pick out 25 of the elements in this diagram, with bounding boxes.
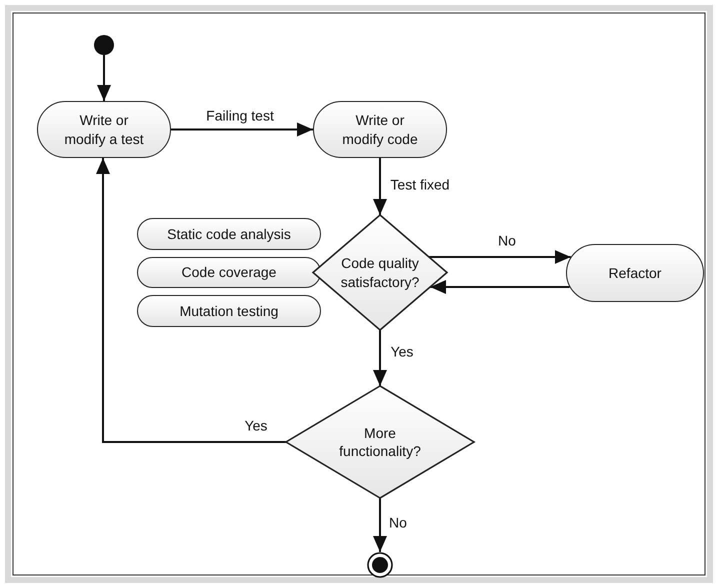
- action-box: [137, 218, 321, 250]
- arrow: [373, 498, 387, 552]
- decision-diamond: [313, 215, 447, 330]
- node-label: Code coverage: [180, 263, 278, 282]
- action-box: [566, 244, 704, 302]
- arrow: [97, 55, 111, 101]
- end-node: [367, 552, 393, 578]
- arrow: [373, 158, 387, 215]
- decision-diamond: [286, 386, 474, 498]
- node-label: Mutation testing: [178, 302, 280, 320]
- node-label: Static code analysis: [166, 224, 292, 244]
- node-label: Code quality satisfactory?: [340, 254, 420, 291]
- action-box: [137, 295, 321, 327]
- action-box: [137, 257, 321, 288]
- edge-label: Failing test: [204, 108, 276, 124]
- node-label: Write or modify code: [341, 111, 419, 148]
- arrow: [428, 250, 571, 264]
- start-node: [94, 35, 114, 55]
- node-label: Write or modify a test: [63, 111, 145, 148]
- arrow: [96, 158, 286, 443]
- arrow: [430, 280, 570, 294]
- arrow: [171, 122, 313, 136]
- arrow: [373, 330, 387, 386]
- node-label: Refactor: [608, 264, 662, 282]
- node-label: More functionality?: [338, 424, 422, 460]
